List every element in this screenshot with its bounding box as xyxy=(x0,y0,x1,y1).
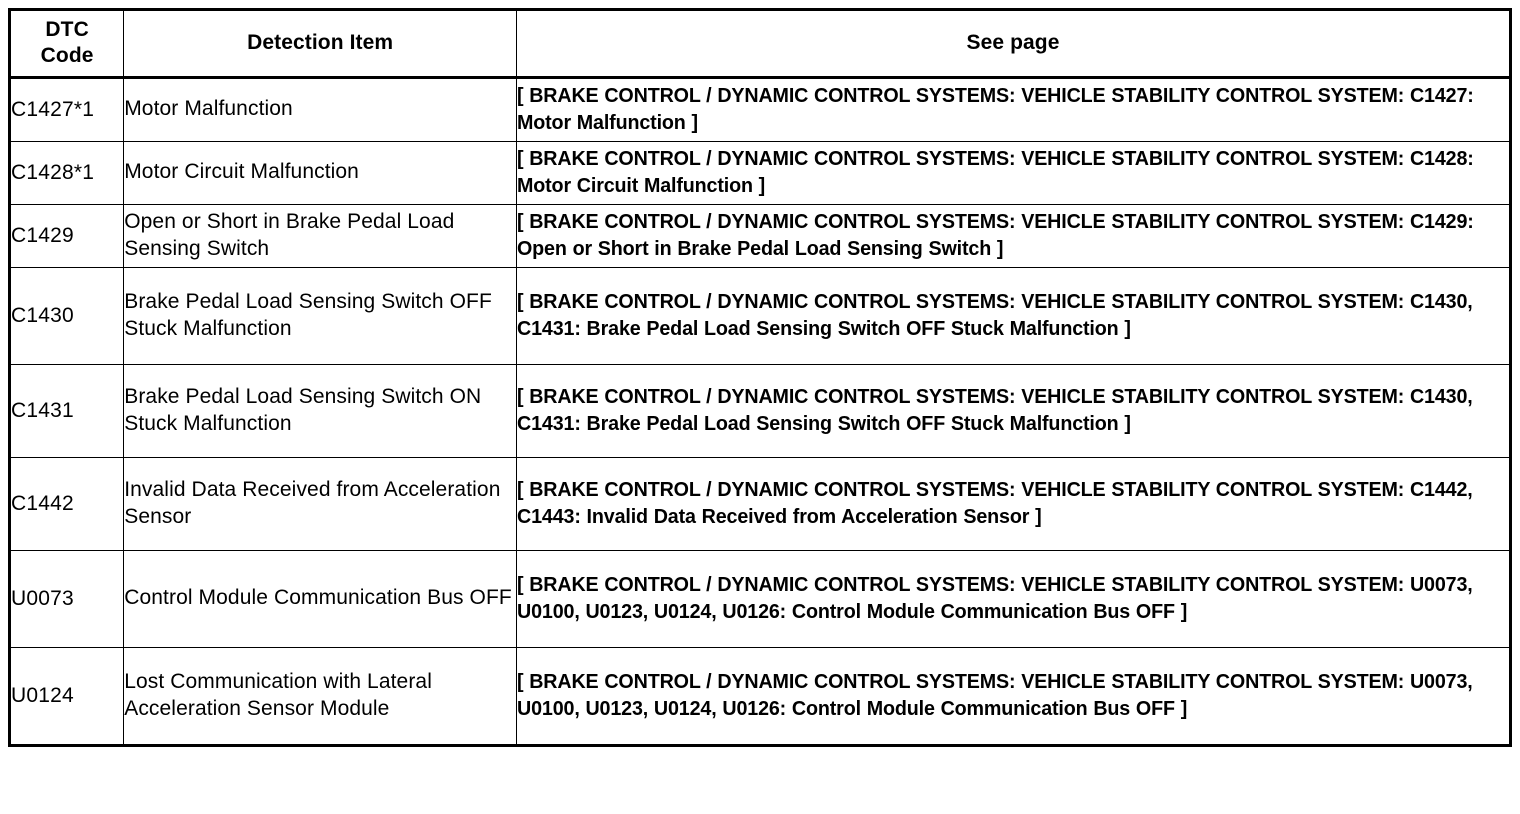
cell-dtc-code: C1430 xyxy=(8,266,125,365)
cell-see-page: [ BRAKE CONTROL / DYNAMIC CONTROL SYSTEM… xyxy=(516,646,1511,745)
see-page-text: [ BRAKE CONTROL / DYNAMIC CONTROL SYSTEM… xyxy=(517,478,1473,528)
cell-dtc-code: U0124 xyxy=(8,646,125,745)
table-row: U0124 Lost Communication with Lateral Ac… xyxy=(8,646,1511,745)
table-body: C1427*1 Motor Malfunction [ BRAKE CONTRO… xyxy=(8,76,1511,745)
cell-see-page: [ BRAKE CONTROL / DYNAMIC CONTROL SYSTEM… xyxy=(516,363,1511,458)
cell-dtc-code: C1427*1 xyxy=(8,76,125,142)
see-page-text: [ BRAKE CONTROL / DYNAMIC CONTROL SYSTEM… xyxy=(517,385,1473,435)
see-page-text: [ BRAKE CONTROL / DYNAMIC CONTROL SYSTEM… xyxy=(517,670,1473,720)
cell-see-page: [ BRAKE CONTROL / DYNAMIC CONTROL SYSTEM… xyxy=(516,549,1511,648)
column-header-see-page: See page xyxy=(516,9,1511,79)
see-page-text: [ BRAKE CONTROL / DYNAMIC CONTROL SYSTEM… xyxy=(517,84,1474,134)
cell-detection-item: Lost Communication with Lateral Accelera… xyxy=(123,646,517,745)
cell-dtc-code: U0073 xyxy=(8,549,125,648)
column-header-detection-item: Detection Item xyxy=(123,9,517,79)
table-row: C1429 Open or Short in Brake Pedal Load … xyxy=(8,203,1511,268)
cell-see-page: [ BRAKE CONTROL / DYNAMIC CONTROL SYSTEM… xyxy=(516,76,1511,142)
cell-dtc-code: C1442 xyxy=(8,456,125,551)
cell-detection-item: Motor Circuit Malfunction xyxy=(123,140,517,205)
table-header-row: DTC Code Detection Item See page xyxy=(8,9,1511,79)
table-row: C1431 Brake Pedal Load Sensing Switch ON… xyxy=(8,363,1511,458)
column-header-dtc-code: DTC Code xyxy=(8,9,125,79)
cell-see-page: [ BRAKE CONTROL / DYNAMIC CONTROL SYSTEM… xyxy=(516,456,1511,551)
dtc-code-header-line2: Code xyxy=(40,44,94,68)
cell-dtc-code: C1428*1 xyxy=(8,140,125,205)
table-row: U0073 Control Module Communication Bus O… xyxy=(8,549,1511,648)
cell-detection-item: Brake Pedal Load Sensing Switch ON Stuck… xyxy=(123,363,517,458)
cell-dtc-code: C1431 xyxy=(8,363,125,458)
cell-detection-item: Motor Malfunction xyxy=(123,76,517,142)
dtc-code-table: DTC Code Detection Item See page C1427*1… xyxy=(8,8,1512,747)
table-header: DTC Code Detection Item See page xyxy=(8,9,1511,79)
see-page-text: [ BRAKE CONTROL / DYNAMIC CONTROL SYSTEM… xyxy=(517,210,1474,260)
table-row: C1442 Invalid Data Received from Acceler… xyxy=(8,456,1511,551)
table-row: C1427*1 Motor Malfunction [ BRAKE CONTRO… xyxy=(8,76,1511,142)
cell-see-page: [ BRAKE CONTROL / DYNAMIC CONTROL SYSTEM… xyxy=(516,203,1511,268)
cell-detection-item: Control Module Communication Bus OFF xyxy=(123,549,517,648)
cell-dtc-code: C1429 xyxy=(8,203,125,268)
table-row: C1430 Brake Pedal Load Sensing Switch OF… xyxy=(8,266,1511,365)
cell-detection-item: Open or Short in Brake Pedal Load Sensin… xyxy=(123,203,517,268)
see-page-text: [ BRAKE CONTROL / DYNAMIC CONTROL SYSTEM… xyxy=(517,290,1473,340)
cell-see-page: [ BRAKE CONTROL / DYNAMIC CONTROL SYSTEM… xyxy=(516,140,1511,205)
dtc-code-header-line1: DTC xyxy=(45,18,89,41)
see-page-text: [ BRAKE CONTROL / DYNAMIC CONTROL SYSTEM… xyxy=(517,147,1474,197)
see-page-text: [ BRAKE CONTROL / DYNAMIC CONTROL SYSTEM… xyxy=(517,573,1473,623)
cell-see-page: [ BRAKE CONTROL / DYNAMIC CONTROL SYSTEM… xyxy=(516,266,1511,365)
cell-detection-item: Brake Pedal Load Sensing Switch OFF Stuc… xyxy=(123,266,517,365)
table-row: C1428*1 Motor Circuit Malfunction [ BRAK… xyxy=(8,140,1511,205)
cell-detection-item: Invalid Data Received from Acceleration … xyxy=(123,456,517,551)
